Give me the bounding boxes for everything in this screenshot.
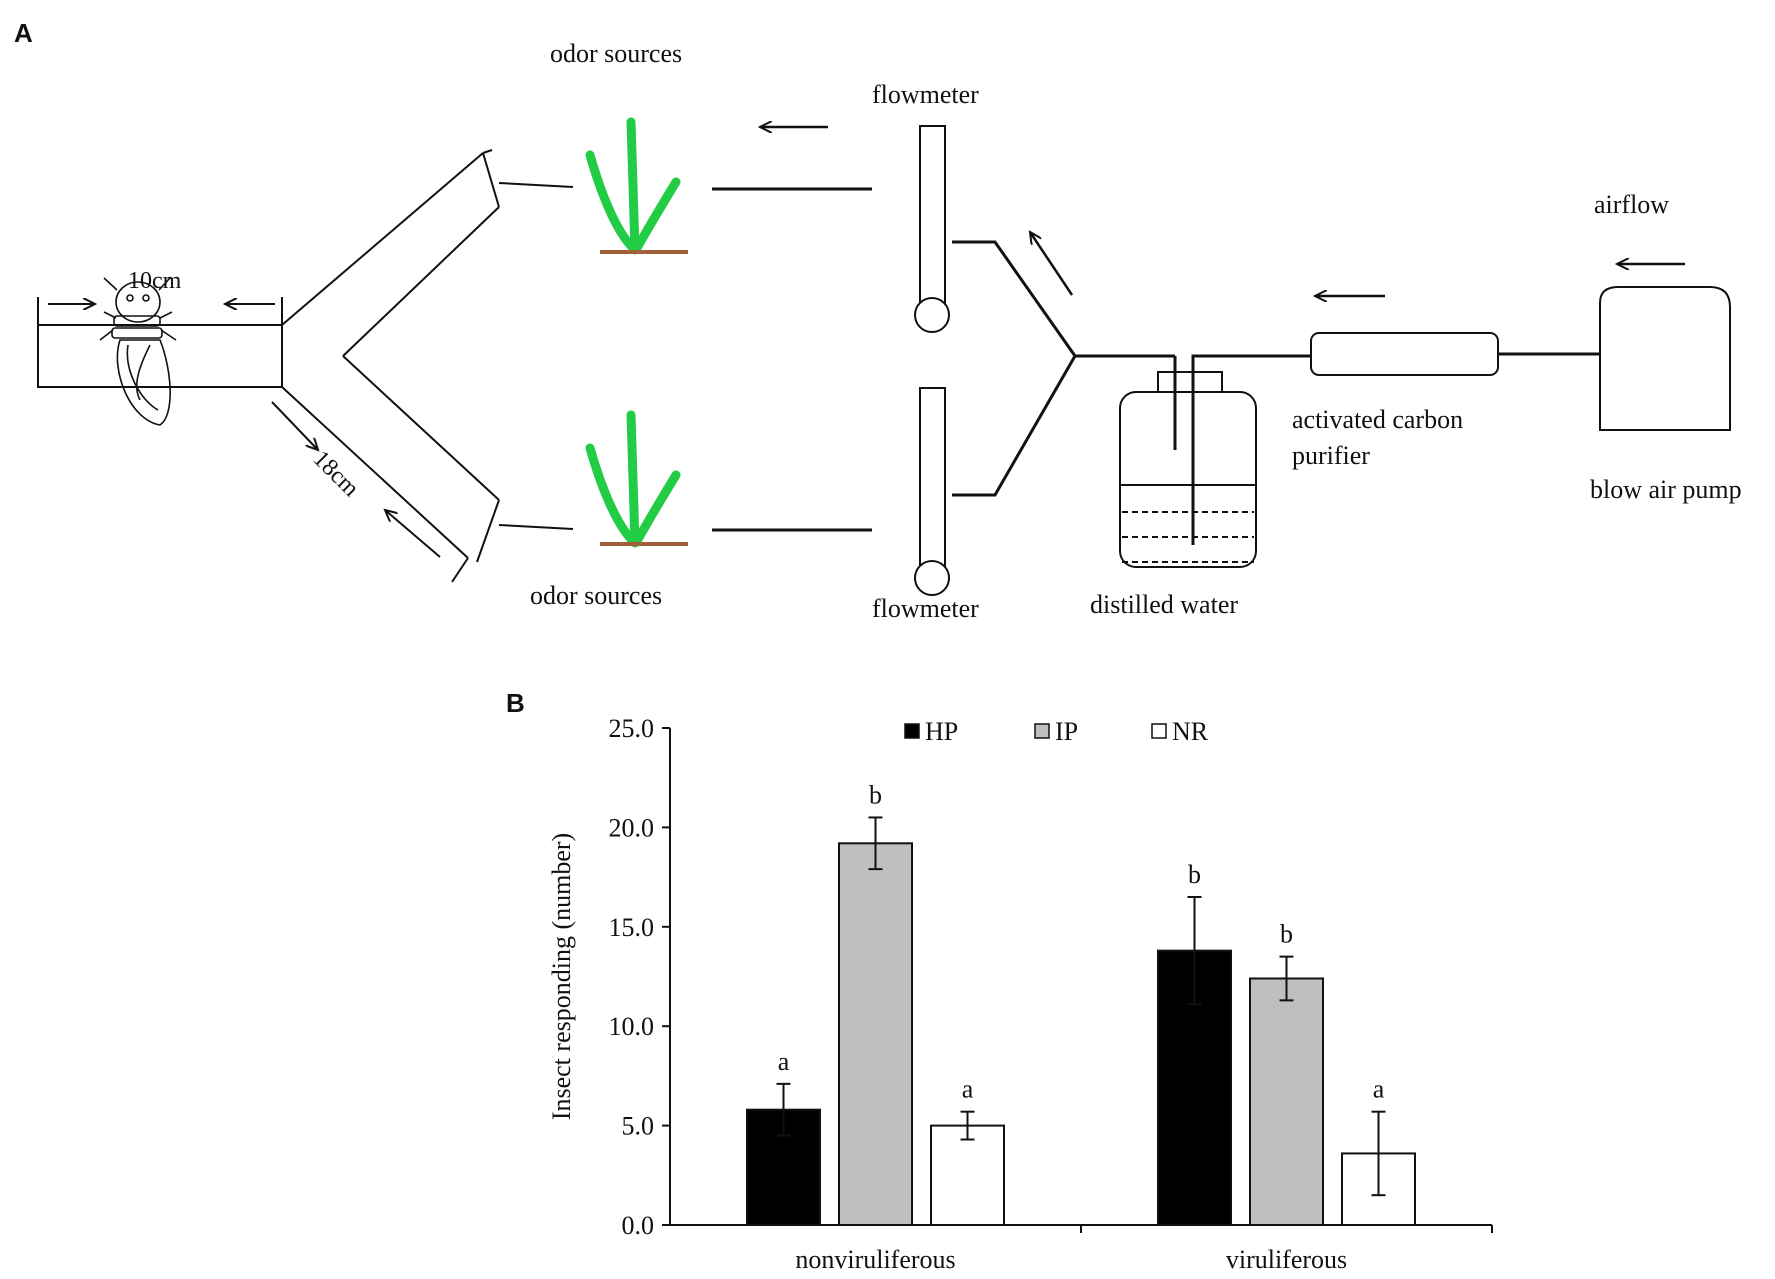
- blow-air-pump: [1599, 286, 1731, 431]
- y-tick-label: 25.0: [609, 714, 655, 743]
- bar-nr: [930, 1124, 1005, 1226]
- y-tick-label: 10.0: [609, 1012, 655, 1041]
- significance-letter: a: [962, 1075, 974, 1104]
- legend-swatch-ip: [1034, 723, 1050, 739]
- x-category-label: nonviruliferous: [795, 1245, 955, 1274]
- significance-letter: b: [869, 780, 882, 809]
- y-axis-label: Insect responding (number): [547, 833, 576, 1120]
- y-tube-upper-arm-end: [482, 152, 500, 208]
- legend-swatch-hp: [904, 723, 920, 739]
- y-tube-olfactometer: [37, 149, 574, 583]
- significance-letter: b: [1188, 860, 1201, 889]
- airflow-label: airflow: [1594, 190, 1669, 219]
- y-tick-label: 20.0: [609, 813, 655, 842]
- activated-carbon-label-line2: purifier: [1292, 441, 1370, 470]
- significance-letter: b: [1280, 920, 1293, 949]
- activated-carbon-label-line1: activated carbon: [1292, 405, 1463, 434]
- bar-ip: [838, 842, 913, 1227]
- significance-letter: a: [1373, 1075, 1385, 1104]
- tube-to-odor-top: [498, 182, 574, 188]
- insect-icon: [99, 277, 177, 426]
- y-tube-lower-arm-inner: [342, 355, 500, 501]
- y-tick-label: 15.0: [609, 913, 655, 942]
- panel-b-letter: B: [506, 688, 525, 718]
- flow-arrow-manifold: [1030, 232, 1074, 296]
- legend-swatch-nr: [1151, 723, 1167, 739]
- y-tube-upper-arm-outer: [281, 152, 484, 326]
- bar-ip: [1249, 977, 1324, 1226]
- blow-air-pump-label: blow air pump: [1590, 475, 1742, 504]
- y-tick-label: 5.0: [622, 1112, 655, 1141]
- manifold: [952, 240, 1175, 497]
- panel-a-letter: A: [14, 18, 33, 48]
- flowmeter-top-label: flowmeter: [872, 80, 979, 109]
- distilled-water-label: distilled water: [1090, 590, 1238, 619]
- odor-sources-bottom-label: odor sources: [530, 581, 662, 610]
- x-category-label: viruliferous: [1226, 1245, 1347, 1274]
- legend-label-hp: HP: [925, 717, 958, 746]
- dim-arrow-18-down: [271, 401, 318, 450]
- tubing: [712, 187, 872, 532]
- plant-top-icon: [585, 117, 688, 255]
- flowmeter-bottom-label: flowmeter: [872, 594, 979, 623]
- odor-sources-top-label: odor sources: [550, 39, 682, 68]
- plant-bottom-icon: [585, 410, 688, 548]
- activated-carbon-purifier: [1310, 332, 1600, 376]
- legend-label-ip: IP: [1055, 717, 1078, 746]
- y-tube-lower-arm-end: [476, 499, 500, 563]
- dim-arrow-18-up: [385, 510, 441, 558]
- legend-label-nr: NR: [1172, 717, 1209, 746]
- panel-a: A 10cm 18cm: [14, 18, 1742, 623]
- tube-to-odor-bottom: [498, 524, 574, 530]
- flowmeter-bottom: [914, 387, 950, 596]
- release-chamber: [37, 324, 283, 388]
- y-tube-lower-arm-outer: [281, 386, 469, 559]
- flowmeter-top: [914, 125, 950, 333]
- significance-letter: a: [778, 1047, 790, 1076]
- y-tick-label: 0.0: [622, 1211, 655, 1240]
- distilled-water-bottle: [1119, 354, 1311, 568]
- y-tube-upper-arm-inner: [342, 206, 500, 357]
